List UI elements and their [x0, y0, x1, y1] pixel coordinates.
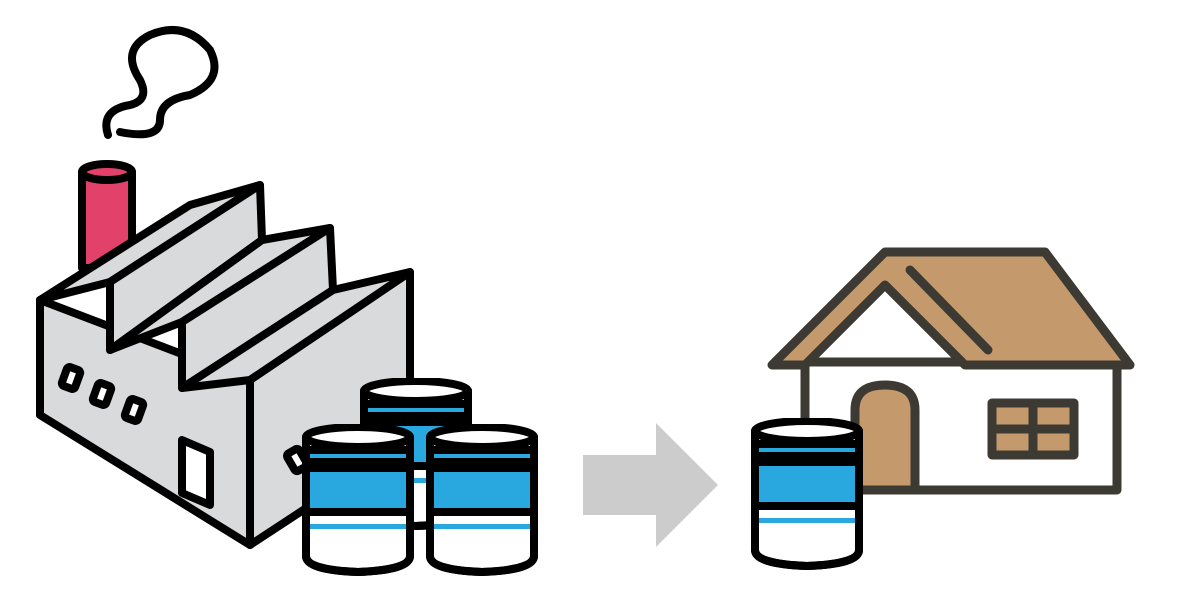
- arrow-right-icon: [583, 423, 718, 547]
- factory-icon: [36, 160, 414, 549]
- house-window: [987, 398, 1079, 460]
- roof-tooth-3: [178, 268, 414, 392]
- factory-door: [178, 436, 214, 509]
- barrel-delivered: [755, 421, 859, 566]
- barrel-front-right: [430, 427, 534, 572]
- smoke-icon: [102, 26, 219, 139]
- house-door: [850, 380, 920, 495]
- barrel-front-left: [306, 427, 410, 572]
